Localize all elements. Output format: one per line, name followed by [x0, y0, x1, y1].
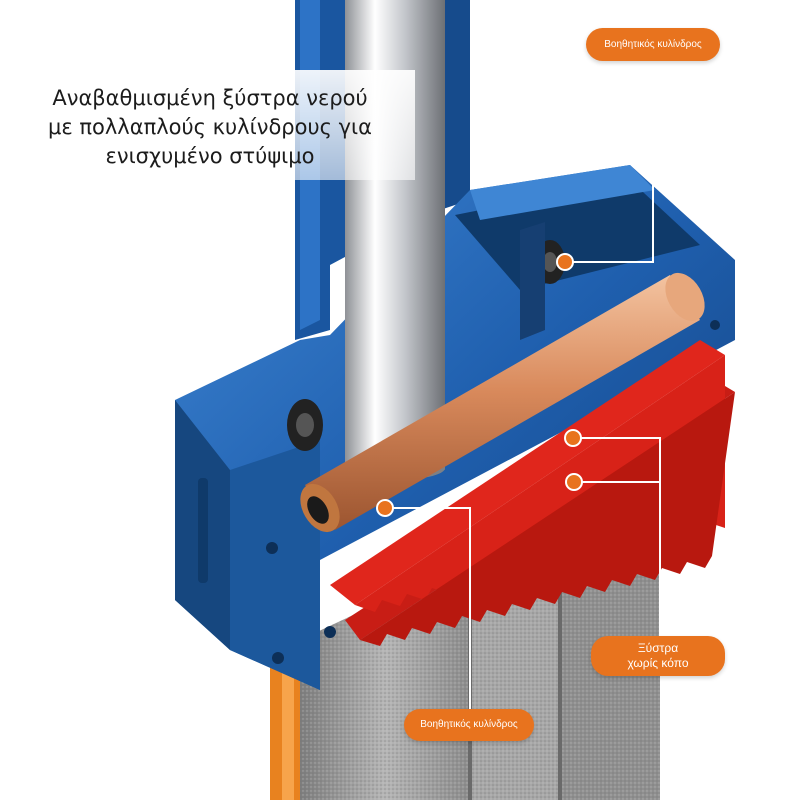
red-scraper [330, 340, 735, 646]
roller-mounts [287, 222, 565, 451]
callout-label-aux-roller-bottom: Βοηθητικός κυλίνδρος [404, 709, 534, 741]
callout-dot-bottom-roller [376, 499, 394, 517]
callout-dot-scraper-2 [565, 473, 583, 491]
callout-label-aux-roller-top: Βοηθητικός κυλίνδρος [586, 28, 720, 61]
headline-line-3: ενισχυμένο στύψιμο [105, 144, 315, 168]
headline-backdrop [0, 70, 415, 180]
callout-scraper-line-1: Ξύστρα [637, 641, 679, 655]
callout-dots [376, 253, 583, 517]
headline-line-1: Αναβαθμισμένη ξύστρα νερού [52, 86, 368, 110]
callout-lines [385, 58, 661, 712]
orange-frame [270, 640, 300, 800]
callout-scraper-line-2: χωρίς κόπο [627, 656, 689, 670]
copper-roller [300, 272, 705, 533]
callout-dot-scraper-1 [564, 429, 582, 447]
callout-dot-top-roller [556, 253, 574, 271]
headline-line-2: με πολλαπλούς κυλίνδρους για [48, 115, 372, 139]
headline: Αναβαθμισμένη ξύστρα νερού με πολλαπλούς… [20, 84, 400, 171]
callout-label-scraper: Ξύστρα χωρίς κόπο [591, 636, 725, 676]
